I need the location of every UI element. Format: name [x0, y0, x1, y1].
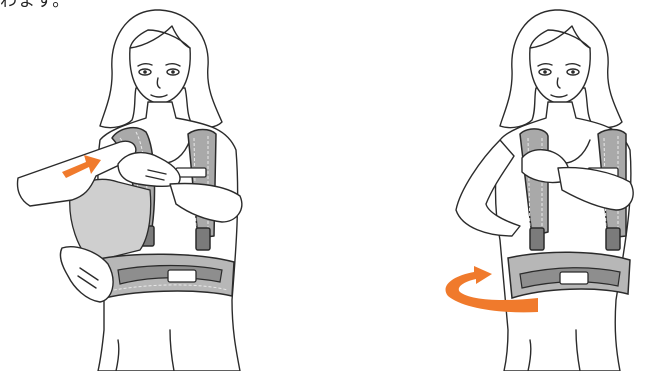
left-figure [18, 10, 242, 371]
belt-buckle-icon [168, 270, 196, 282]
strap-buckle-icon [176, 168, 206, 177]
right-figure [446, 10, 634, 371]
